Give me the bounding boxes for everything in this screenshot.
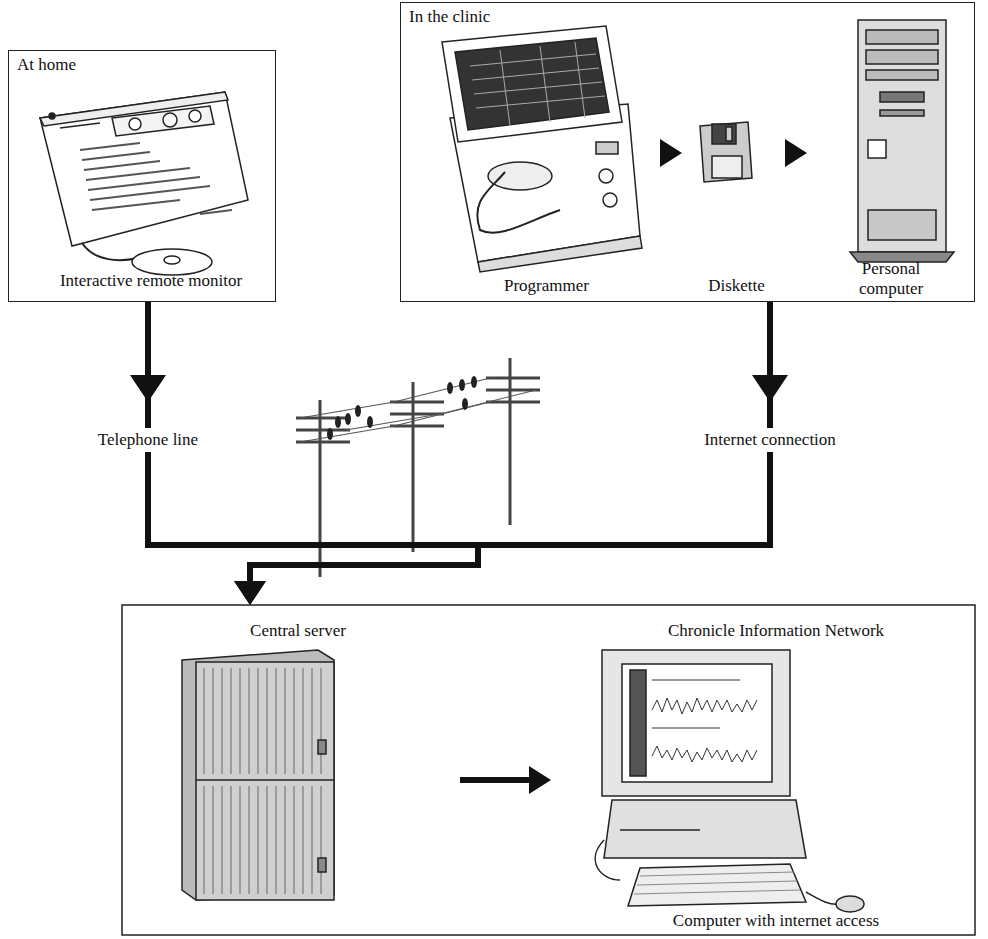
device-caption: Computer with internet access bbox=[555, 911, 988, 931]
connector-arrow bbox=[234, 302, 770, 605]
location-panel: In the clinicProgrammer Diskette Personal … bbox=[400, 2, 975, 302]
central-server-figure bbox=[182, 650, 334, 900]
device-item: Diskette bbox=[686, 113, 787, 298]
connector-arrow bbox=[460, 766, 551, 794]
device-label: Diskette bbox=[686, 276, 787, 296]
device-label: Personal computer bbox=[847, 259, 935, 299]
diskette-figure bbox=[700, 122, 752, 182]
device-item: Personal computer bbox=[811, 13, 971, 301]
device-item: Programmer bbox=[431, 23, 662, 298]
connector-arrow bbox=[148, 302, 478, 605]
panel-heading: In the clinic bbox=[409, 7, 490, 27]
system-frame bbox=[122, 605, 975, 935]
server-item: Central server bbox=[140, 605, 456, 925]
remote-monitor-figure bbox=[40, 92, 248, 275]
programmer-figure bbox=[442, 26, 642, 272]
birds bbox=[327, 376, 477, 440]
connector-arrow bbox=[785, 139, 807, 167]
device-label: Programmer bbox=[431, 276, 662, 296]
location-panel: At homeInteractive remote monitor bbox=[8, 50, 276, 302]
workstation-figure bbox=[595, 650, 864, 912]
connector-arrow bbox=[660, 139, 682, 167]
network-item: Chronicle Information NetworkComputer wi… bbox=[555, 605, 988, 933]
device-label: Chronicle Information Network bbox=[555, 621, 988, 641]
panel-heading: At home bbox=[17, 55, 76, 75]
device-label: Central server bbox=[140, 621, 456, 641]
connector-label: Telephone line bbox=[94, 428, 202, 452]
connector-label: Internet connection bbox=[700, 428, 840, 452]
personal-computer-figure bbox=[850, 20, 954, 262]
device-label: Interactive remote monitor bbox=[19, 271, 283, 291]
device-item: Interactive remote monitor bbox=[19, 81, 283, 293]
